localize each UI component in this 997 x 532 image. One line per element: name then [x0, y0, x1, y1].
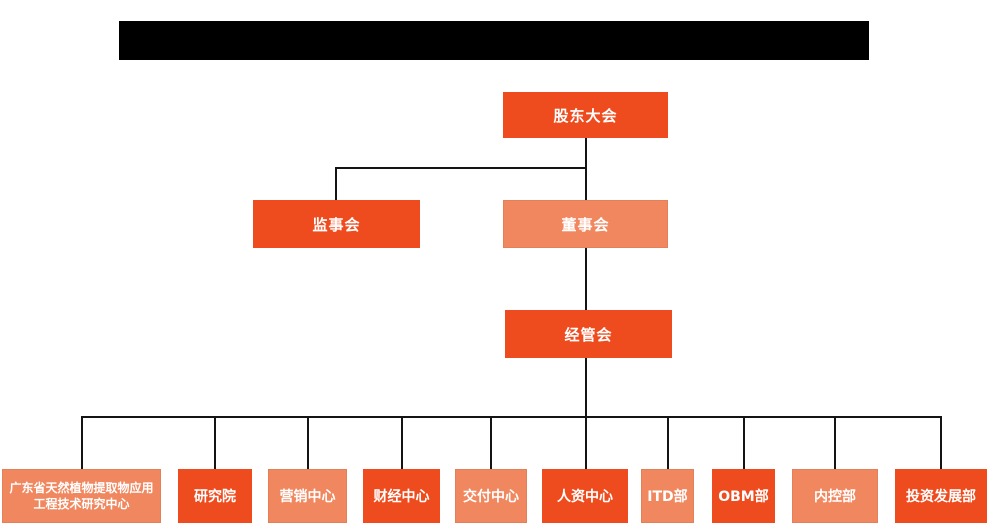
connector-management-down [585, 358, 587, 418]
org-node-board-of-directors: 董事会 [503, 200, 668, 248]
connector-drop-internal [834, 417, 836, 469]
org-node-delivery-center: 交付中心 [455, 469, 527, 523]
org-node-itd-dept: ITD部 [641, 469, 694, 523]
connector-drop-investment [940, 417, 942, 469]
connector-drop-finance [401, 417, 403, 469]
org-node-shareholders-meeting: 股东大会 [503, 92, 668, 138]
org-node-supervisory-board: 监事会 [253, 200, 420, 248]
connector-root-down [585, 138, 587, 200]
connector-drop-research-center [81, 417, 83, 469]
connector-drop-hr [585, 417, 587, 469]
org-node-investment-development-dept: 投资发展部 [895, 469, 987, 523]
org-node-research-center: 广东省天然植物提取物应用工程技术研究中心 [2, 469, 161, 523]
org-node-research-institute: 研究院 [178, 469, 252, 523]
connector-bottom-horizontal [81, 416, 942, 418]
connector-supervisory-drop [335, 168, 337, 200]
org-node-obm-dept: OBM部 [712, 469, 775, 523]
org-node-finance-center: 财经中心 [363, 469, 440, 523]
org-node-marketing-center: 营销中心 [268, 469, 347, 523]
org-node-hr-center: 人资中心 [542, 469, 628, 523]
connector-drop-delivery [490, 417, 492, 469]
connector-drop-obm [743, 417, 745, 469]
connector-drop-itd [667, 417, 669, 469]
org-node-management-committee: 经管会 [505, 310, 672, 358]
connector-board-to-management [585, 248, 587, 310]
redacted-title-bar [119, 21, 869, 60]
connector-drop-institute [214, 417, 216, 469]
org-node-internal-control-dept: 内控部 [792, 469, 878, 523]
connector-branch-horizontal [335, 167, 587, 169]
connector-drop-marketing [307, 417, 309, 469]
